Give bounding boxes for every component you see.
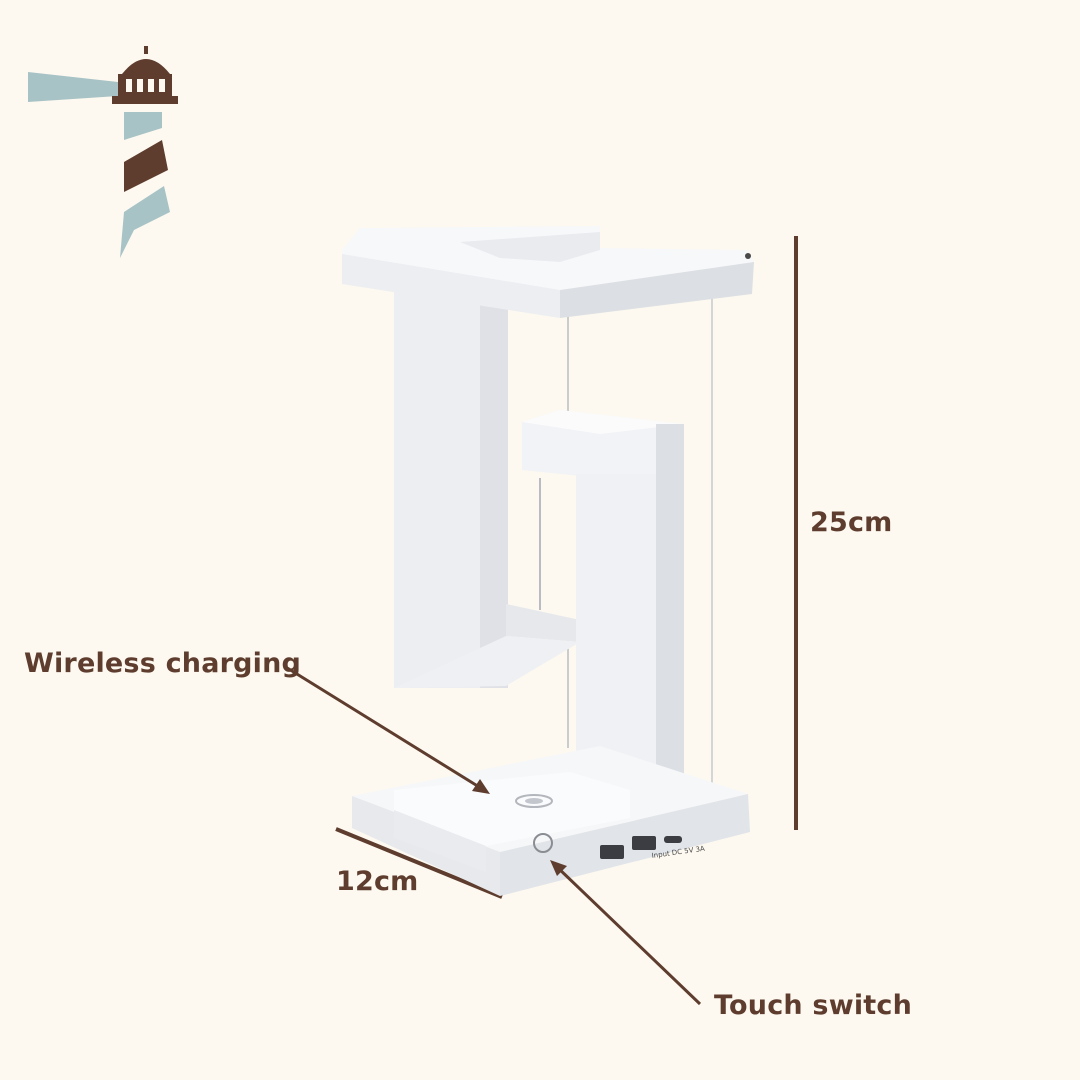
levitating-lamp: Input DC 5V 3A [342,226,754,896]
width-label: 12cm [336,866,419,897]
height-label: 25cm [810,507,893,538]
touch-switch-label: Touch switch [714,990,913,1021]
wireless-charging-arrow [283,664,490,794]
lighthouse-icon [28,46,178,258]
width-dimension-line [335,827,503,899]
wireless-charging-label: Wireless charging [24,648,302,679]
touch-switch-arrow [550,860,702,1006]
